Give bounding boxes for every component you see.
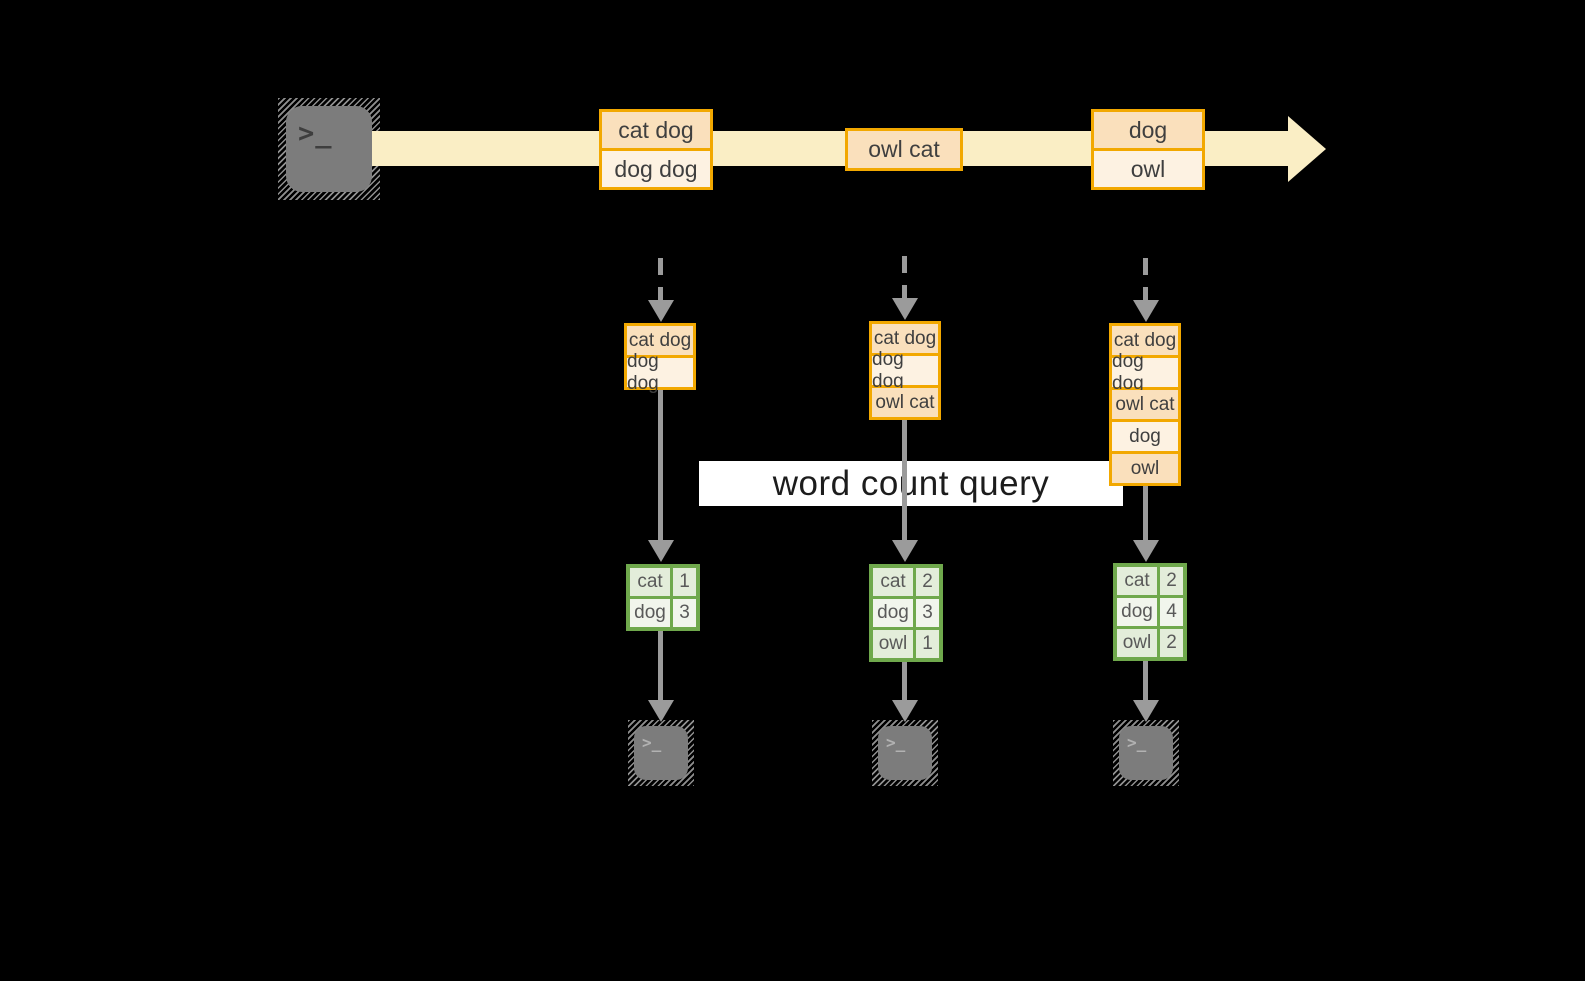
arrow-head-icon bbox=[892, 540, 918, 562]
connector-line bbox=[658, 388, 663, 540]
arrow-head-icon bbox=[648, 300, 674, 322]
result-count-cell: 3 bbox=[916, 599, 939, 627]
terminal-icon: >_ bbox=[278, 98, 380, 200]
arrow-head-icon bbox=[892, 700, 918, 722]
result-word-cell: owl bbox=[873, 630, 913, 658]
stream-arrowhead-icon bbox=[1288, 116, 1326, 182]
result-count-cell: 4 bbox=[1160, 598, 1183, 626]
event-text-row: cat dog bbox=[1112, 326, 1178, 355]
event-text-row: owl bbox=[1112, 454, 1178, 483]
event-text-row: dog bbox=[1094, 112, 1202, 148]
connector-line bbox=[658, 629, 663, 700]
result-word-cell: cat bbox=[1117, 567, 1157, 595]
result-count-cell: 3 bbox=[673, 599, 696, 627]
dashed-arrow-line bbox=[658, 258, 663, 302]
terminal-screen: >_ bbox=[286, 106, 372, 192]
terminal-screen: >_ bbox=[1119, 726, 1173, 780]
event-text-row: dog bbox=[1112, 422, 1178, 451]
terminal-screen: >_ bbox=[878, 726, 932, 780]
result-word-cell: dog bbox=[873, 599, 913, 627]
event-text-row: dog dog bbox=[602, 151, 710, 187]
event-text-row: owl cat bbox=[1112, 390, 1178, 419]
result-count-cell: 2 bbox=[1160, 629, 1183, 657]
event-text-row: dog dog bbox=[627, 351, 693, 394]
event-text-row: cat dog bbox=[602, 112, 710, 148]
query-banner-label: word count query bbox=[772, 463, 1050, 503]
query-banner: word count query bbox=[699, 461, 1123, 506]
arrow-head-icon bbox=[1133, 700, 1159, 722]
arrow-head-icon bbox=[648, 700, 674, 722]
result-count-cell: 1 bbox=[916, 630, 939, 658]
arrow-head-icon bbox=[648, 540, 674, 562]
event-text-row: cat dog bbox=[872, 324, 938, 353]
event-text-row: dog dog bbox=[872, 349, 938, 392]
result-count-cell: 2 bbox=[916, 568, 939, 596]
stream-event-box: owl cat bbox=[845, 128, 963, 171]
terminal-icon: >_ bbox=[872, 720, 938, 786]
prompt-glyph: >_ bbox=[1127, 733, 1147, 752]
result-word-cell: dog bbox=[1117, 598, 1157, 626]
result-word-cell: cat bbox=[630, 568, 670, 596]
prompt-glyph: >_ bbox=[642, 733, 662, 752]
dashed-arrow-line bbox=[1143, 258, 1148, 302]
connector-line bbox=[1143, 484, 1148, 540]
result-word-cell: owl bbox=[1117, 629, 1157, 657]
event-text-row: owl cat bbox=[872, 388, 938, 417]
event-text-row: dog dog bbox=[1112, 351, 1178, 394]
connector-line bbox=[902, 418, 907, 540]
prompt-glyph: >_ bbox=[298, 118, 333, 149]
result-word-cell: cat bbox=[873, 568, 913, 596]
terminal-icon: >_ bbox=[628, 720, 694, 786]
connector-line bbox=[902, 660, 907, 700]
prompt-glyph: >_ bbox=[886, 733, 906, 752]
result-count-cell: 2 bbox=[1160, 567, 1183, 595]
dashed-arrow-line bbox=[902, 256, 907, 300]
event-text-row: cat dog bbox=[627, 326, 693, 355]
terminal-icon: >_ bbox=[1113, 720, 1179, 786]
arrow-head-icon bbox=[1133, 540, 1159, 562]
result-count-cell: 1 bbox=[673, 568, 696, 596]
arrow-head-icon bbox=[1133, 300, 1159, 322]
result-word-cell: dog bbox=[630, 599, 670, 627]
event-text-row: owl cat bbox=[848, 131, 960, 168]
arrow-head-icon bbox=[892, 298, 918, 320]
event-text-row: owl bbox=[1094, 151, 1202, 187]
terminal-screen: >_ bbox=[634, 726, 688, 780]
connector-line bbox=[1143, 660, 1148, 700]
